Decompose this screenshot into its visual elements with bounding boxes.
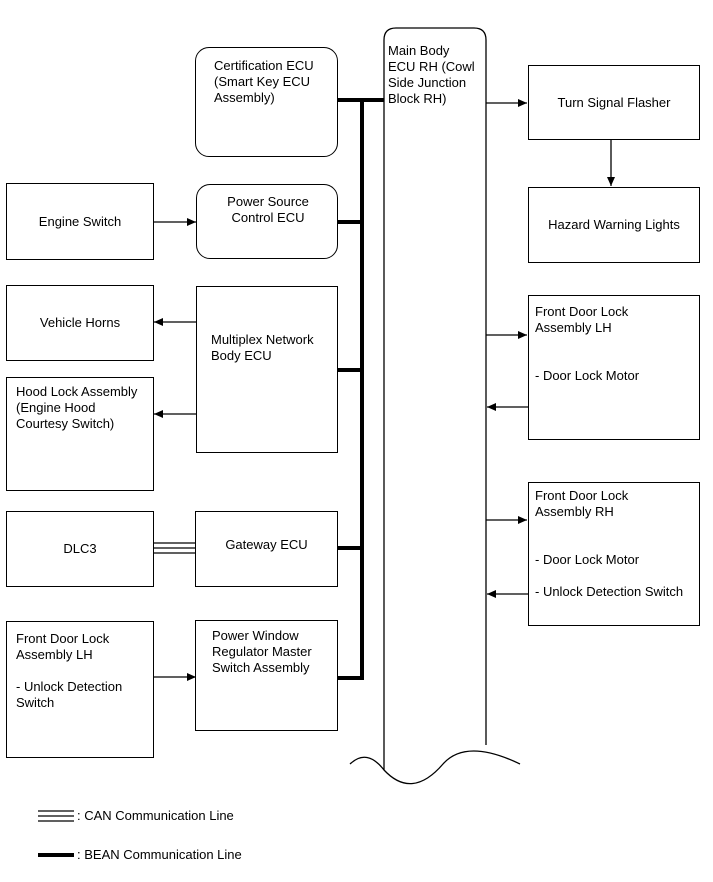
gateway-ecu-label: Gateway ECU: [225, 537, 308, 552]
power-source-ecu-box: Power Source Control ECU: [196, 184, 338, 259]
front-door-lock-lh-left-box: Front Door Lock Assembly LH - Unlock Det…: [6, 621, 154, 758]
power-source-ecu-label: Power Source Control ECU: [227, 194, 309, 225]
main-body-ecu-outline: [383, 27, 487, 770]
front-door-lock-rh-box: Front Door Lock Assembly RH - Door Lock …: [528, 482, 700, 626]
front-door-lock-lh-right-label: Front Door Lock Assembly LH - Door Lock …: [535, 304, 640, 383]
can-line-dlc3-gateway: [154, 542, 195, 554]
hazard-warning-lights-box: Hazard Warning Lights: [528, 187, 700, 263]
legend-can-symbol: [38, 810, 74, 822]
bean-bus: [337, 98, 384, 680]
turn-signal-flasher-box: Turn Signal Flasher: [528, 65, 700, 140]
certification-ecu-box: Certification ECU (Smart Key ECU Assembl…: [195, 47, 338, 157]
turn-signal-flasher-label: Turn Signal Flasher: [557, 94, 671, 110]
engine-switch-box: Engine Switch: [6, 183, 154, 260]
hood-lock-assembly-box: Hood Lock Assembly (Engine Hood Courtesy…: [6, 377, 154, 491]
vehicle-horns-label: Vehicle Horns: [39, 315, 121, 330]
multiplex-network-ecu-label: Multiplex Network Body ECU: [211, 332, 314, 363]
vehicle-horns-box: Vehicle Horns: [6, 285, 154, 361]
arrows: [154, 99, 615, 681]
main-body-ecu-label: Main Body ECU RH (Cowl Side Junction Blo…: [388, 43, 475, 106]
dlc3-box: DLC3: [6, 511, 154, 587]
power-window-switch-label: Power Window Regulator Master Switch Ass…: [212, 628, 312, 675]
front-door-lock-lh-right-box: Front Door Lock Assembly LH - Door Lock …: [528, 295, 700, 440]
multiplex-network-ecu-box: Multiplex Network Body ECU: [196, 286, 338, 453]
hood-lock-assembly-label: Hood Lock Assembly (Engine Hood Courtesy…: [16, 384, 138, 431]
legend-can-label: : CAN Communication Line: [77, 808, 234, 823]
power-window-switch-box: Power Window Regulator Master Switch Ass…: [195, 620, 338, 731]
dlc3-label: DLC3: [63, 541, 97, 556]
front-door-lock-lh-left-label: Front Door Lock Assembly LH - Unlock Det…: [16, 631, 123, 710]
gateway-ecu-box: Gateway ECU: [195, 511, 338, 587]
certification-ecu-label: Certification ECU (Smart Key ECU Assembl…: [214, 58, 314, 105]
main-body-ecu-wave: [349, 750, 521, 785]
hazard-warning-lights-label: Hazard Warning Lights: [548, 217, 680, 232]
front-door-lock-rh-label: Front Door Lock Assembly RH - Door Lock …: [535, 488, 684, 599]
engine-switch-label: Engine Switch: [38, 213, 122, 229]
legend-bean-label: : BEAN Communication Line: [77, 847, 242, 862]
